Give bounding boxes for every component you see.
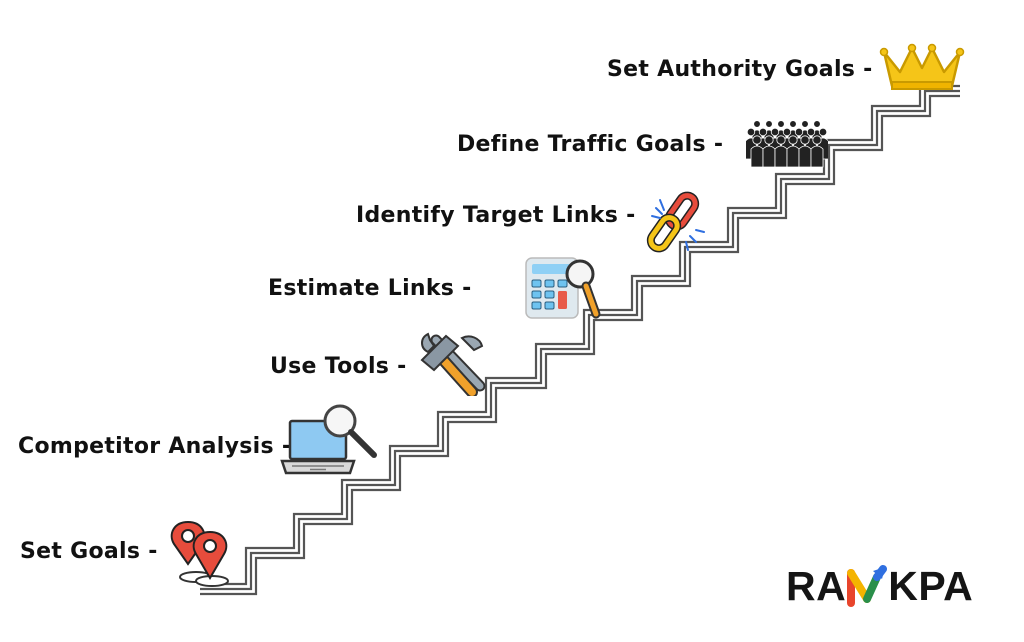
step-label-set-authority-goals: Set Authority Goals - bbox=[607, 57, 873, 82]
calculator-magnifier-icon bbox=[525, 257, 601, 319]
broken-chain-link-icon bbox=[646, 191, 705, 253]
person-silhouette bbox=[774, 135, 788, 168]
step-label-estimate-links: Estimate Links - bbox=[268, 276, 472, 301]
map-pin-icon bbox=[170, 520, 229, 587]
step-label-identify-target-links: Identify Target Links - bbox=[356, 203, 636, 228]
step-label-set-goals: Set Goals - bbox=[20, 539, 158, 564]
hammer-wrench-icon bbox=[420, 332, 486, 396]
crown-icon bbox=[879, 43, 965, 90]
person-silhouette bbox=[750, 135, 764, 168]
person-silhouette bbox=[798, 135, 812, 168]
person-silhouette bbox=[786, 135, 800, 168]
person-silhouette bbox=[810, 135, 824, 168]
step-label-define-traffic-goals: Define Traffic Goals - bbox=[457, 132, 724, 157]
logo-text-right: KPA bbox=[888, 563, 974, 609]
person-silhouette bbox=[762, 135, 776, 168]
laptop-magnifier-icon bbox=[280, 404, 377, 475]
step-label-use-tools: Use Tools - bbox=[270, 354, 407, 379]
step-label-competitor-analysis: Competitor Analysis - bbox=[18, 434, 292, 459]
crowd-people-icon bbox=[745, 120, 828, 168]
logo-text-left: RA bbox=[786, 563, 847, 609]
arrow-n-icon bbox=[847, 565, 888, 607]
rankpa-logo: RA KPA bbox=[786, 563, 974, 609]
